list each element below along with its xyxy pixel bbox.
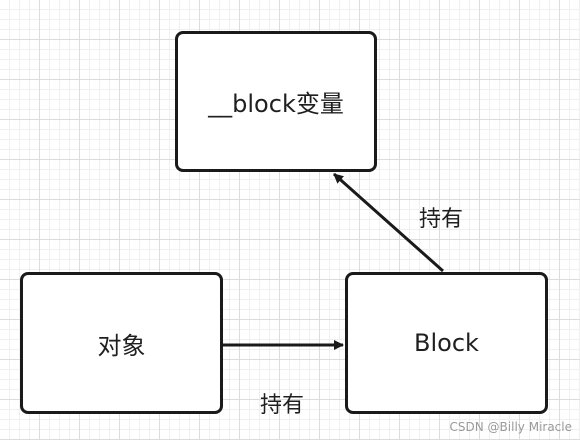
object-label: 对象 bbox=[97, 331, 146, 360]
object-node: 对象 bbox=[20, 272, 223, 414]
block-node: Block bbox=[345, 272, 548, 414]
edge-label-object-holds-block: 持有 bbox=[260, 393, 305, 418]
watermark: CSDN @Billy Miracle bbox=[449, 420, 572, 434]
block-variable-node: __block变量 bbox=[175, 31, 377, 172]
block-label: Block bbox=[414, 329, 479, 357]
edge-label-block-holds-variable: 持有 bbox=[419, 207, 464, 232]
block-variable-label: __block变量 bbox=[208, 90, 344, 118]
